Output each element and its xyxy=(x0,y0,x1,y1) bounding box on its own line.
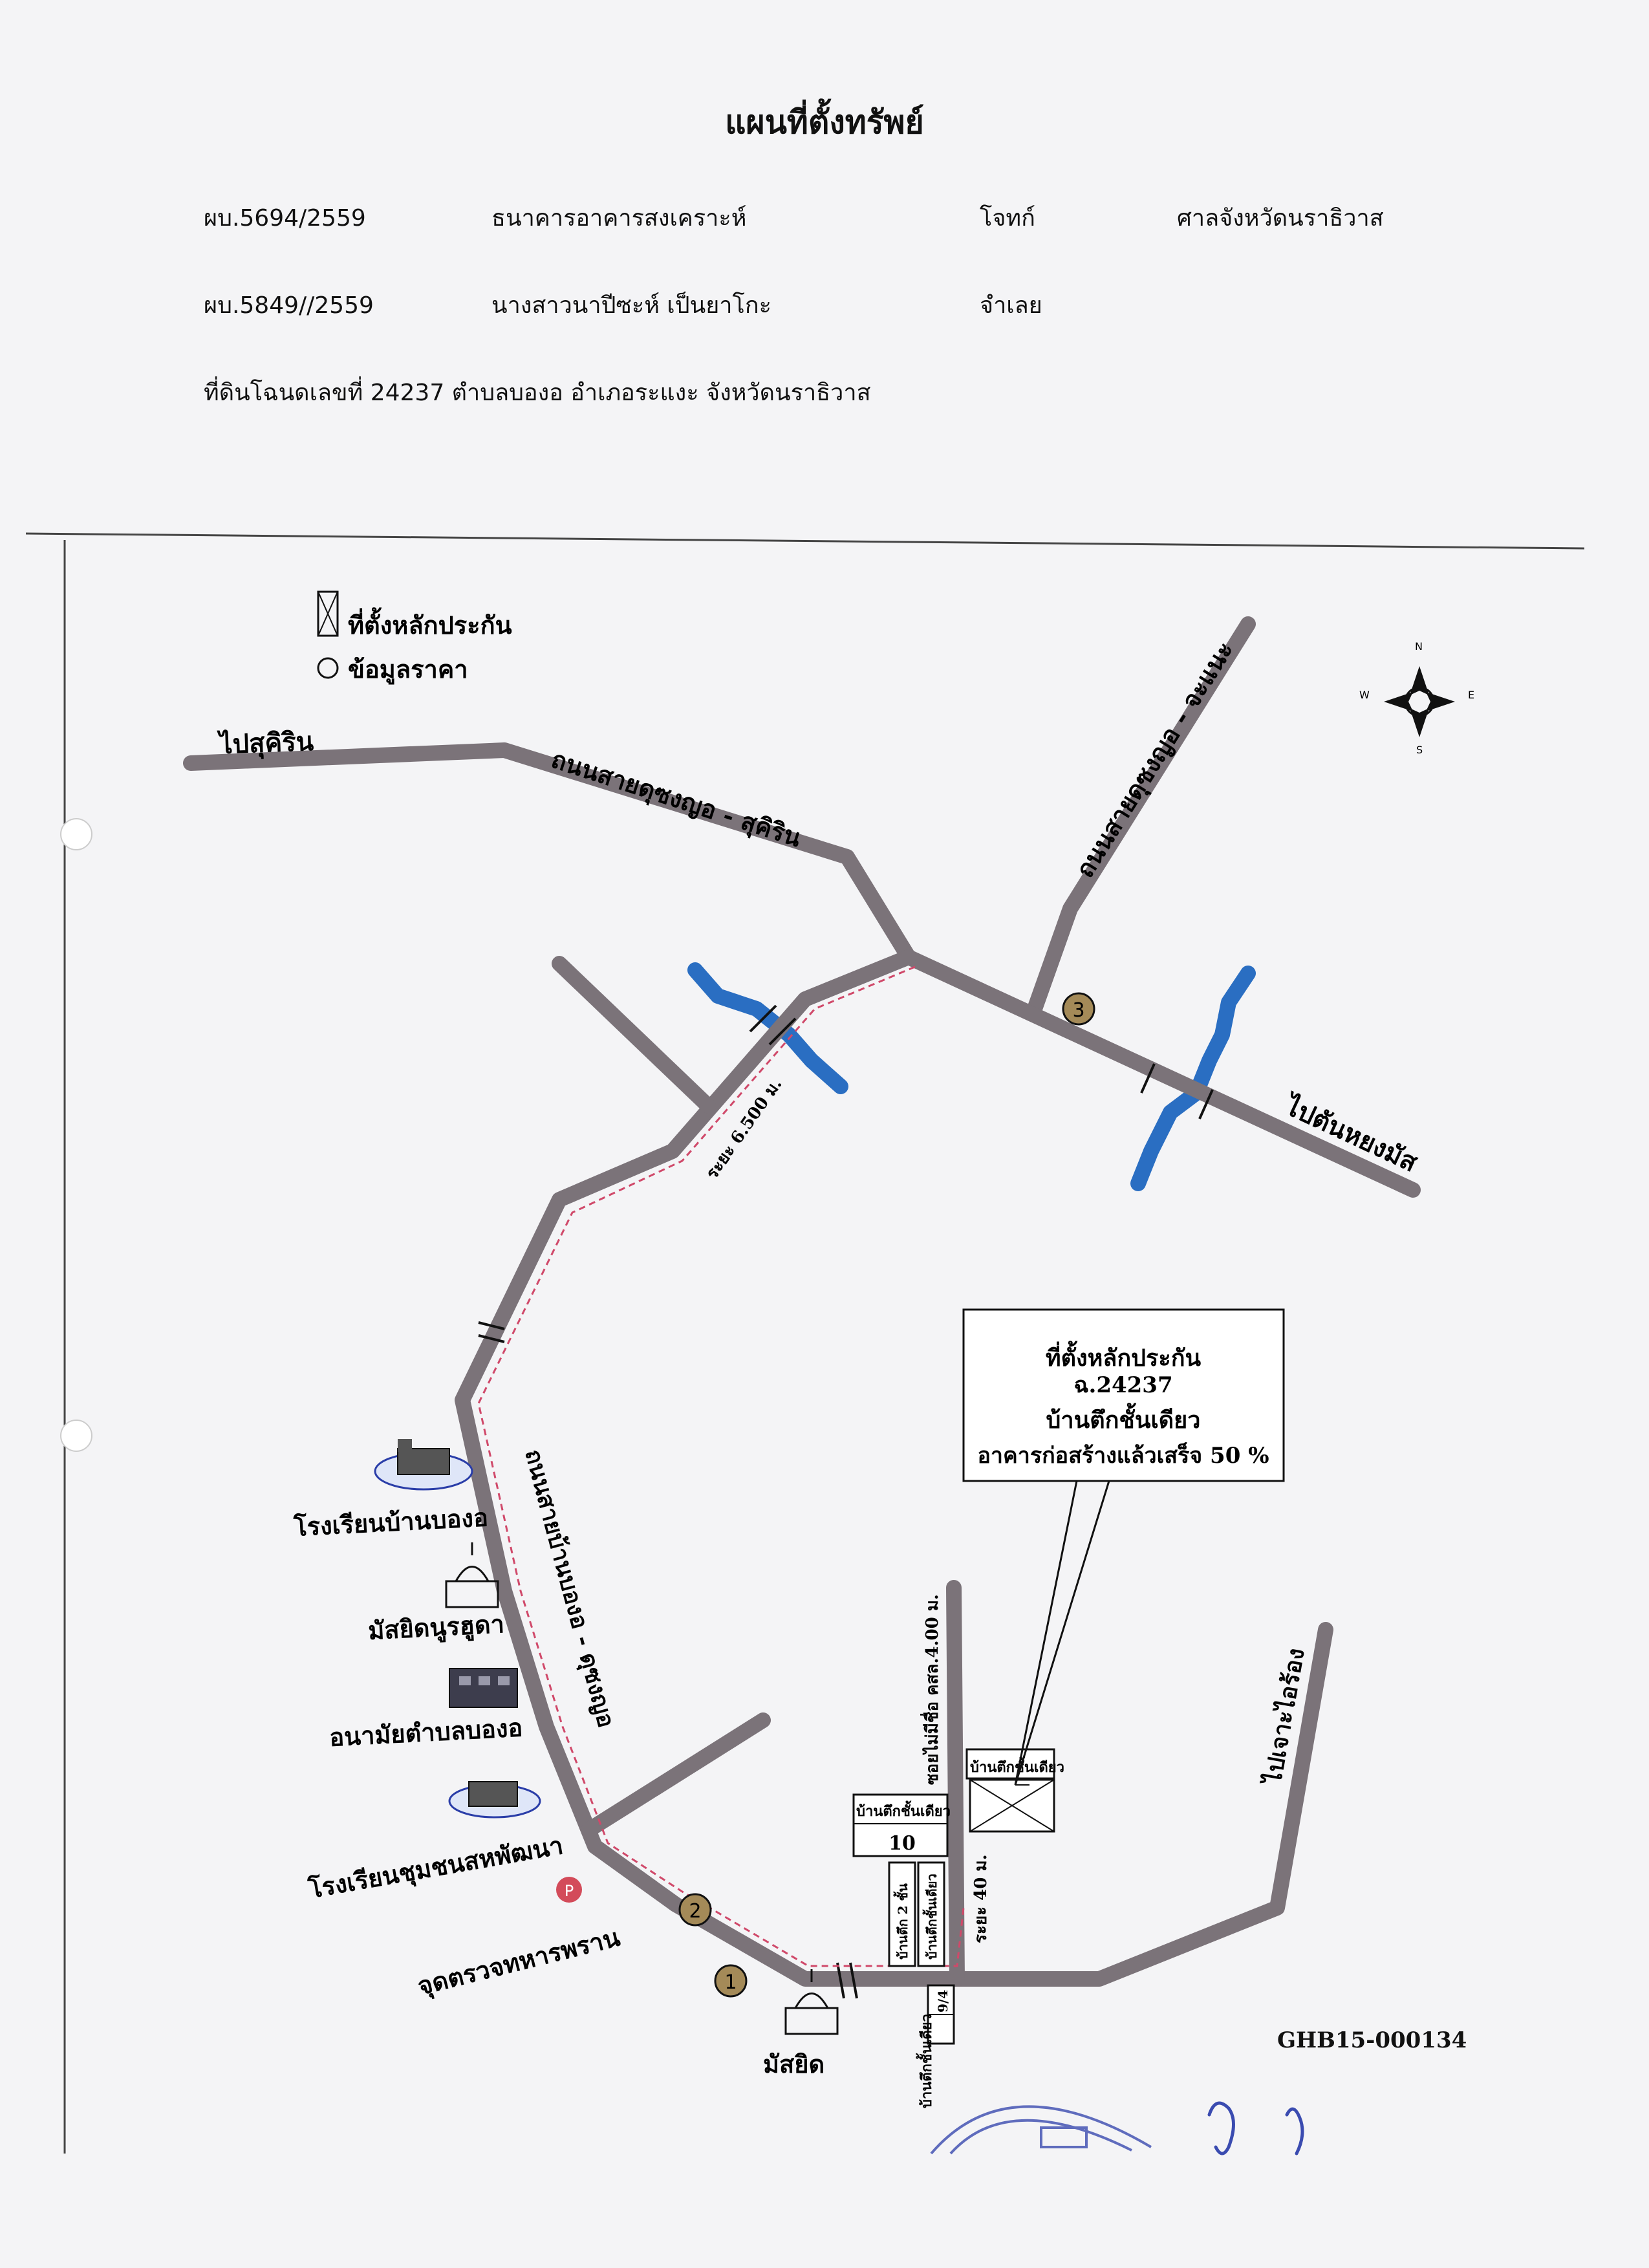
bridge-small-b xyxy=(478,1334,505,1343)
road-sukhirin xyxy=(183,742,916,965)
road-soi xyxy=(946,1580,965,1987)
house-e: 9/4 บ้านตึกชั้นเดียว xyxy=(916,1984,955,2108)
compass-n: N xyxy=(1415,640,1423,653)
collateral-callout: ที่ตั้งหลักประกัน ฉ.24237 บ้านตึกชั้นเดี… xyxy=(962,1308,1285,1786)
svg-text:2: 2 xyxy=(689,1900,701,1923)
svg-text:P: P xyxy=(565,1882,574,1900)
mosque-south-icon xyxy=(784,1969,839,2035)
compass-w: W xyxy=(1359,689,1370,701)
case-number-2: ผบ.5849//2559 xyxy=(204,292,374,319)
svg-text:บ้านตึกชั้นเดียว: บ้านตึกชั้นเดียว xyxy=(922,1874,940,1960)
mosque-icon xyxy=(445,1542,499,1608)
page-title: แผนที่ตั้งทรัพย์ xyxy=(725,103,924,141)
bridge-south-b xyxy=(849,1962,858,1999)
callout-line-1: ที่ตั้งหลักประกัน xyxy=(1046,1341,1202,1372)
label-mosque: มัสยิด xyxy=(763,2049,824,2079)
callout-line-2: ฉ.24237 xyxy=(1073,1372,1172,1398)
roads xyxy=(183,616,1421,1987)
binder-hole xyxy=(60,1420,92,1452)
house-a: บ้านตึกชั้นเดียว xyxy=(965,1748,1064,1780)
defendant-role: จำเลย xyxy=(980,292,1042,319)
school-icon xyxy=(374,1439,473,1491)
price-point-3: 3 xyxy=(1062,992,1095,1026)
label-community-school: โรงเรียนชุมชนสหพัฒนา xyxy=(306,1830,566,1905)
parking-icon: P xyxy=(556,1877,582,1903)
house-d: บ้านตึกชั้นเดียว xyxy=(917,1861,945,1967)
defendant-name: นางสาวนาปีซะห์ เป็นยาโกะ xyxy=(491,292,771,319)
house-b: บ้านตึกชั้นเดียว 10 xyxy=(852,1793,951,1857)
river-east xyxy=(1130,966,1256,1191)
binder-hole xyxy=(60,818,92,850)
label-distance-40: ระยะ 40 ม. xyxy=(971,1854,991,1943)
bridge-south-a xyxy=(836,1962,845,1999)
svg-text:บ้านตึก 2 ชั้น: บ้านตึก 2 ชั้น xyxy=(893,1883,911,1960)
community-school-icon xyxy=(448,1781,541,1819)
bridge-east-b xyxy=(1198,1089,1214,1119)
plaintiff-role: โจทก์ xyxy=(980,205,1035,232)
label-sukhirin-road: ถนนสายดุซงญอ - สุคิริน xyxy=(548,744,805,854)
plaintiff-name: ธนาคารอาคารสงเคราะห์ xyxy=(491,205,747,232)
svg-text:3: 3 xyxy=(1072,999,1084,1022)
health-center-icon xyxy=(449,1668,518,1708)
river-west xyxy=(687,962,848,1094)
case-number-1: ผบ.5694/2559 xyxy=(204,205,366,232)
svg-text:1: 1 xyxy=(724,1971,737,1994)
official-stamp xyxy=(930,2105,1152,2155)
label-health-center: อนามัยตำบลบองอ xyxy=(329,1712,523,1752)
callout-line-3: บ้านตึกชั้นเดียว xyxy=(1046,1403,1201,1434)
divider-line xyxy=(25,532,1585,550)
road-cha-nae xyxy=(1027,616,1256,1017)
label-mosque-nurulhuda: มัสยิดนูรฮูดา xyxy=(367,1609,505,1647)
bridge-small-a xyxy=(478,1321,505,1330)
road-branch-south xyxy=(581,1712,771,1838)
legend-price-icon xyxy=(317,657,339,679)
legend-collateral-icon xyxy=(317,590,339,637)
bridge-east-a xyxy=(1140,1063,1156,1094)
svg-text:บ้านตึกชั้นเดียว: บ้านตึกชั้นเดียว xyxy=(856,1800,951,1820)
price-point-2: 2 xyxy=(678,1893,712,1927)
court-name: ศาลจังหวัดนราธิวาส xyxy=(1177,205,1384,232)
label-soi: ซอยไม่มีชื่อ คสล.4.00 ม. xyxy=(920,1594,942,1785)
label-school-bongo: โรงเรียนบ้านบองอ xyxy=(292,1502,489,1542)
road-tanyong-mat xyxy=(901,949,1421,1198)
bridges xyxy=(478,1004,1214,1999)
label-checkpoint: จุดตรวจทหารพราน xyxy=(415,1923,623,2002)
label-to-sukhirin: ไปสุคิริน xyxy=(217,726,314,761)
bridge-west-a xyxy=(768,1017,797,1046)
handwritten-signature xyxy=(1207,2101,1304,2155)
road-bongo xyxy=(455,949,1333,1987)
price-point-1: 1 xyxy=(714,1964,748,1998)
road-branch-north xyxy=(552,956,716,1114)
bridge-west-b xyxy=(749,1004,777,1033)
svg-text:9/4: 9/4 xyxy=(935,1990,951,2013)
collateral-plot xyxy=(969,1778,1055,1833)
svg-text:10: 10 xyxy=(889,1832,916,1855)
route-dashed-line xyxy=(477,966,965,1967)
reference-code: GHB15-000134 xyxy=(1277,2027,1467,2053)
legend-price-label: ข้อมูลราคา xyxy=(348,654,468,685)
house-c: บ้านตึก 2 ชั้น xyxy=(888,1861,916,1967)
label-cha-nae-road: ถนนสายดุซงญอ - จะแนะ xyxy=(1070,636,1240,883)
compass-e: E xyxy=(1468,689,1474,701)
rivers xyxy=(687,962,1256,1191)
legend-collateral-label: ที่ตั้งหลักประกัน xyxy=(348,607,512,640)
svg-text:บ้านตึกชั้นเดียว: บ้านตึกชั้นเดียว xyxy=(916,2014,935,2108)
land-description: ที่ดินโฉนดเลขที่ 24237 ตำบลบองอ อำเภอระแ… xyxy=(204,380,871,406)
callout-line-4: อาคารก่อสร้างแล้วเสร็จ 50 % xyxy=(977,1442,1269,1469)
compass-s: S xyxy=(1416,744,1423,756)
compass-rose-icon: N S E W xyxy=(1359,640,1474,756)
